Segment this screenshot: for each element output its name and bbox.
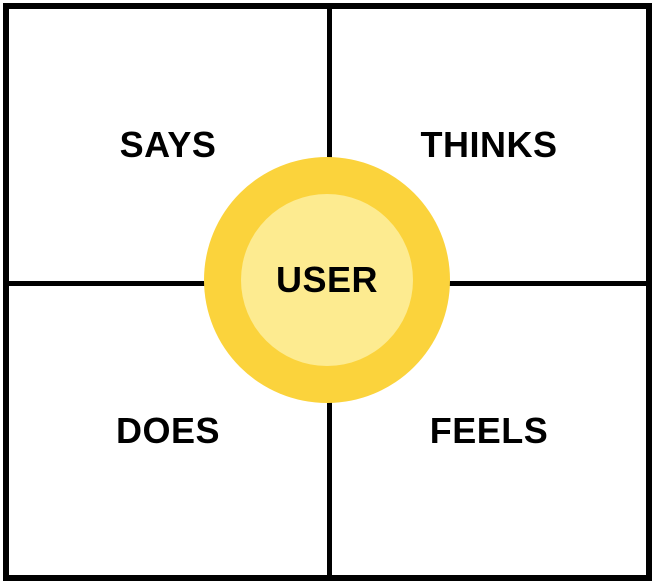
quadrant-says: SAYS — [9, 9, 327, 281]
empathy-map-frame: SAYS THINKS DOES FEELS USER — [3, 3, 652, 581]
user-circle-outer: USER — [204, 157, 450, 403]
quadrant-label-says: SAYS — [119, 124, 217, 165]
quadrant-label-feels: FEELS — [429, 409, 549, 451]
quadrant-label-thinks: THINKS — [420, 124, 558, 165]
quadrant-feels: FEELS — [332, 286, 646, 575]
quadrant-label-does: DOES — [115, 409, 221, 451]
quadrant-thinks: THINKS — [332, 9, 646, 281]
user-circle-inner: USER — [241, 194, 413, 366]
user-label: USER — [275, 259, 379, 300]
quadrant-does: DOES — [9, 286, 327, 575]
